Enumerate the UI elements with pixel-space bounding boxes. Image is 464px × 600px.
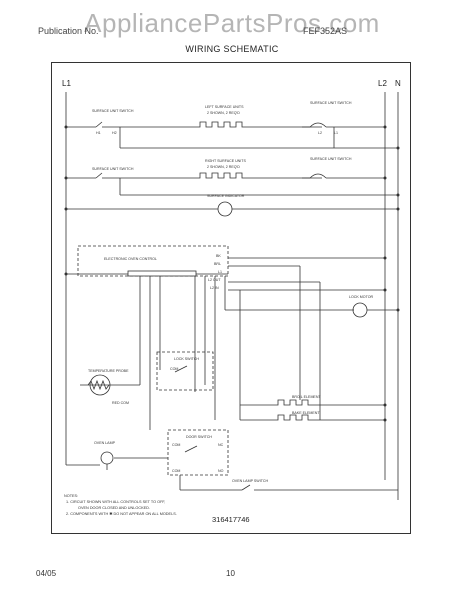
label-surface-switch-2: SURFACE UNIT SWITCH [310,101,352,105]
label-eoc: ELECTRONIC OVEN CONTROL [104,257,157,261]
label-surface-indicator: SURFACE INDICATOR [207,194,245,198]
right-units-element [124,172,322,179]
model-number: FEF352AS [303,26,348,36]
notes-heading: NOTES: [64,494,78,498]
label-door-switch: DOOR SWITCH [186,435,212,439]
surface-indicator-lamp [217,201,233,217]
lock-switch-box [156,351,214,391]
label-contact-l2: L2 [318,131,322,135]
notes-line-2: 2. COMPONENTS WITH ✱ DO NOT APPEAR ON AL… [66,512,177,516]
label-contact-h1: H1 [96,131,101,135]
label-door-com-no: COM [172,469,180,473]
label-contact-l1: L1 [334,131,338,135]
label-oven-lamp: OVEN LAMP [94,441,116,445]
label-term-bk: BK [216,254,221,258]
label-temp-probe: TEMPERATURE PROBE [88,369,129,373]
footer-page-number: 10 [226,569,235,578]
publication-label: Publication No. [38,26,99,36]
label-bake: BAKE ELEMENT [292,411,320,415]
label-term-l1: L1 [218,270,222,274]
left-units-element [124,121,322,128]
label-term-brl: BRL [214,262,221,266]
label-door-no: NO [218,469,224,473]
label-term-l2out: L2 OUT [208,278,221,282]
part-number: 316417746 [212,515,250,524]
label-right-units: RIGHT SURFACE UNITS [205,159,246,163]
label-term-l2in: L2 IN [210,286,219,290]
label-l1: L1 [62,79,71,88]
notes-line-1: 1. CIRCUIT SHOWN WITH ALL CONTROLS SET T… [66,500,165,504]
label-n: N [395,79,401,88]
notes-line-1b: OVEN DOOR CLOSED AND UNLOCKED. [78,506,150,510]
label-contact-h2: H2 [112,131,117,135]
label-red-com: RED COM [112,401,129,405]
broil-element [272,399,338,406]
door-switch-box [167,429,229,476]
label-oven-lamp-switch: OVEN LAMP SWITCH [232,479,268,483]
switch-contact-1 [95,121,103,128]
label-com: COM [170,367,178,371]
label-surface-switch-1: SURFACE UNIT SWITCH [92,109,134,113]
footer-date: 04/05 [36,569,57,578]
label-lock-switch: LOCK SWITCH [174,357,199,361]
label-door-nc: NC [218,443,224,447]
watermark: AppliancePartsPros.com [84,8,380,38]
label-left-units: LEFT SURFACE UNITS [205,105,244,109]
label-broil: BROIL ELEMENT [292,395,321,399]
label-surface-switch-4: SURFACE UNIT SWITCH [310,157,352,161]
label-surface-switch-3: SURFACE UNIT SWITCH [92,167,134,171]
schematic-frame [51,62,411,534]
oven-lamp-bulb [100,451,114,465]
page-title: WIRING SCHEMATIC [185,44,279,54]
label-left-units-sub: 2 SHOWN, 2 REQ'D [207,111,240,115]
label-l2: L2 [378,79,387,88]
label-door-com-nc: COM [172,443,180,447]
lock-motor-symbol [352,302,368,318]
label-right-units-sub: 2 SHOWN, 2 REQ'D [207,165,240,169]
label-lock-motor: LOCK MOTOR [349,295,373,299]
bake-element [272,414,338,421]
